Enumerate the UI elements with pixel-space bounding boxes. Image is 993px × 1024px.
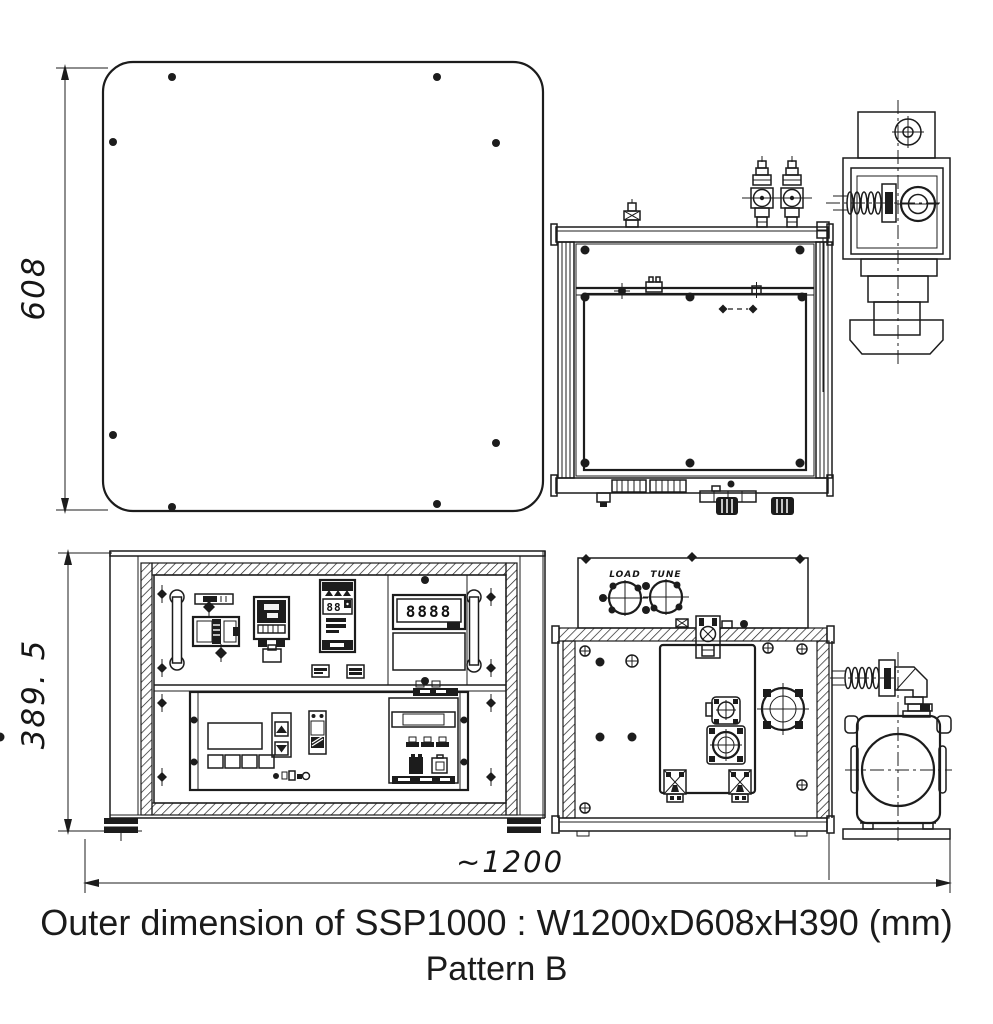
lcd-display xyxy=(207,722,263,750)
width-dimension: ~1200 xyxy=(83,831,952,893)
control-subpanel xyxy=(188,688,470,792)
height-dimension-label: 389. 5 xyxy=(16,639,52,750)
top-plan-rear-view xyxy=(550,156,834,515)
caption-title: Outer dimension of SSP1000 : W1200xD608x… xyxy=(40,902,953,943)
transformer-detail-view xyxy=(830,652,952,845)
temp-controller xyxy=(252,595,291,663)
nameplate xyxy=(194,593,234,605)
height-dimension: 389. 5 xyxy=(16,549,142,835)
terminal-post-right xyxy=(772,156,812,228)
mount-bracket-right xyxy=(728,769,752,803)
panel-button xyxy=(207,754,224,769)
indicator-row xyxy=(273,770,311,781)
depth-dimension: 608 xyxy=(16,64,108,514)
rack-handle-left xyxy=(169,589,185,671)
coax-connector-small xyxy=(705,696,741,725)
top-bracket xyxy=(695,615,721,659)
load-dial-label: LOAD xyxy=(609,570,641,580)
panel-button xyxy=(258,754,275,769)
mount-bracket-left xyxy=(663,769,687,803)
power-entry-module xyxy=(388,688,459,784)
rear-connector-bank xyxy=(596,479,794,515)
panel-screws-upper xyxy=(157,585,496,677)
panel-button xyxy=(241,754,258,769)
controller-display: 88 xyxy=(326,601,341,614)
rack-handle-right xyxy=(466,589,482,673)
caption: Outer dimension of SSP1000 : W1200xD608x… xyxy=(0,903,993,988)
panel-meter-display: 8888 xyxy=(406,602,453,621)
caption-pattern: Pattern B xyxy=(425,949,568,988)
load-dial: LOAD xyxy=(599,570,648,616)
tune-dial-label: TUNE xyxy=(650,570,681,580)
top-plan-view xyxy=(101,60,545,513)
main-breaker xyxy=(191,598,241,662)
panel-screws-lower xyxy=(157,694,496,786)
terminal-post-left xyxy=(742,156,782,228)
depth-dimension-label: 608 xyxy=(16,255,52,320)
rear-view: LOAD TUNE xyxy=(0,552,835,880)
controller-module: 88 xyxy=(318,578,357,654)
panel-meter-section: 8888 xyxy=(387,575,468,688)
drawing-canvas: 608 xyxy=(0,60,952,893)
tune-dial: TUNE xyxy=(643,570,689,615)
up-down-buttons xyxy=(271,712,292,758)
front-view: 88 8888 xyxy=(104,550,546,841)
hf-connector-detail-view xyxy=(816,100,951,392)
panel-button xyxy=(224,754,241,769)
width-dimension-label: ~1200 xyxy=(456,845,564,879)
round-connector xyxy=(757,683,809,735)
centerline-pointer xyxy=(718,304,758,314)
sub-breaker xyxy=(308,710,327,755)
flange-bolt xyxy=(623,199,641,228)
coax-connector-large xyxy=(706,725,746,765)
fuse-labels xyxy=(311,664,365,679)
frame-screws xyxy=(0,642,808,814)
